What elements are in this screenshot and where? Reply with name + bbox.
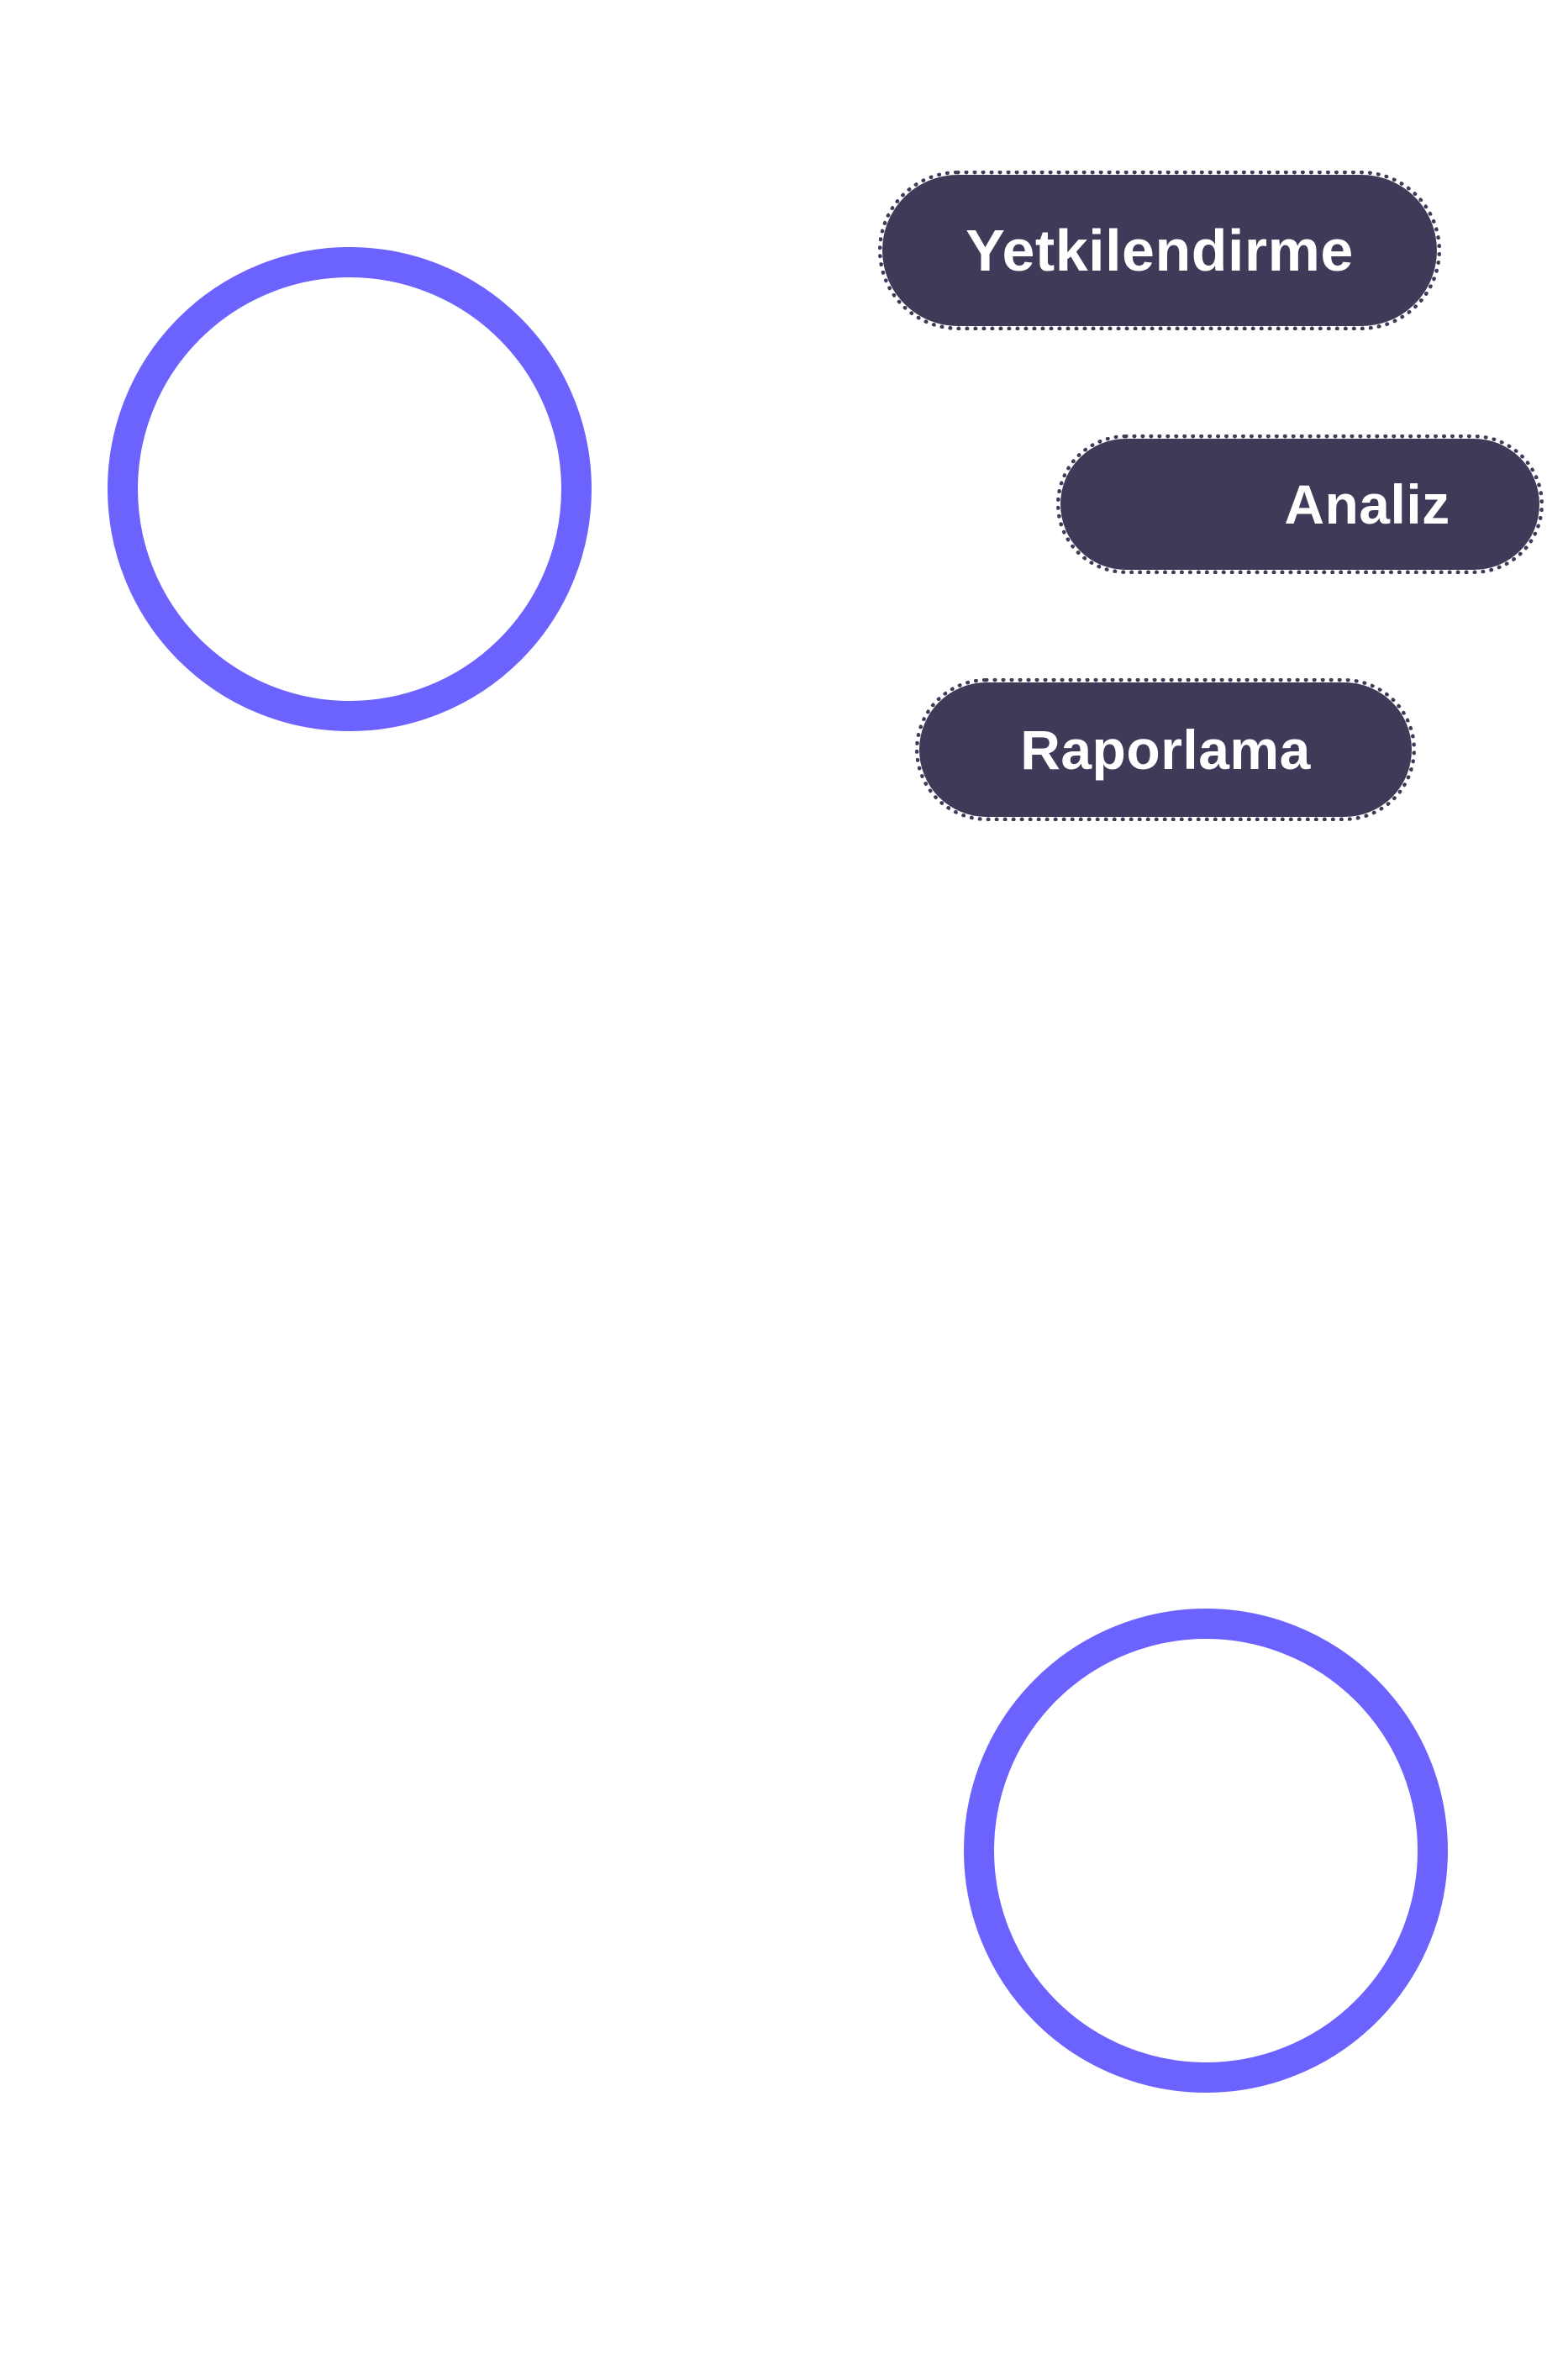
pill-yetkilendirme: Yetkilendirme bbox=[878, 171, 1441, 330]
pill-label-yetkilendirme: Yetkilendirme bbox=[966, 218, 1354, 283]
decorative-ring-bottom-right bbox=[964, 1609, 1448, 2093]
pill-label-analiz: Analiz bbox=[1284, 473, 1450, 535]
pill-analiz: Analiz bbox=[1056, 434, 1544, 574]
pill-label-raporlama: Raporlama bbox=[1020, 719, 1311, 781]
pill-raporlama: Raporlama bbox=[915, 678, 1416, 821]
decorative-ring-top-left bbox=[108, 247, 592, 731]
